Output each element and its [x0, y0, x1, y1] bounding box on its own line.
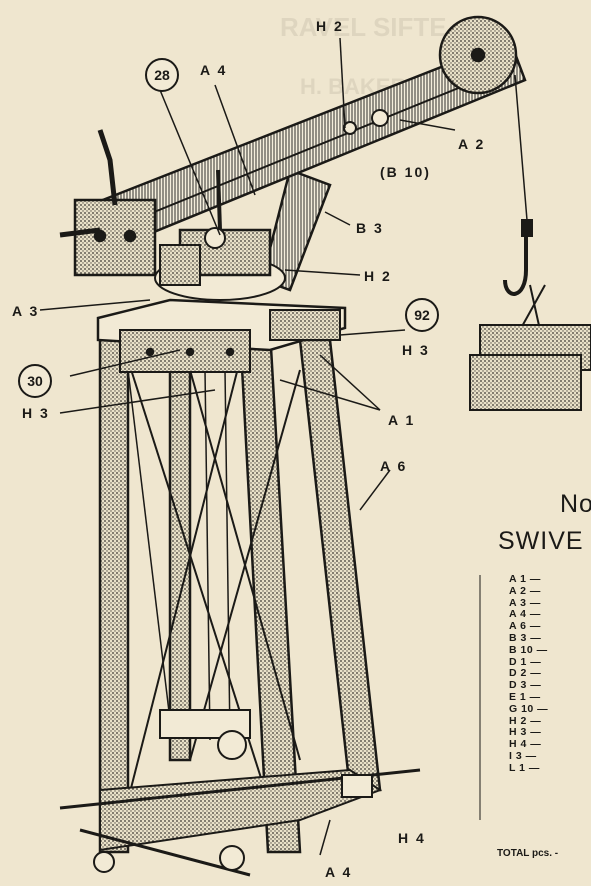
- crane-head: [59, 15, 527, 301]
- parts-list-item: A 3 —: [509, 596, 541, 609]
- parts-list-item: A 4 —: [509, 608, 541, 621]
- parts-list-item: D 2 —: [509, 667, 542, 680]
- parts-list-item: A 2 —: [509, 584, 541, 597]
- callout-92: 92: [405, 298, 439, 332]
- label-a6: A 6: [380, 458, 408, 474]
- parts-list-item: H 3 —: [509, 726, 542, 739]
- heading-no: No: [560, 490, 591, 518]
- label-h2-mid: H 2: [364, 268, 392, 284]
- parts-list-item: L 1 —: [509, 761, 540, 774]
- label-h2-top: H 2: [316, 18, 344, 34]
- parts-list-item: D 3 —: [509, 679, 542, 692]
- base-frame: [99, 768, 383, 852]
- parts-list-item: B 3 —: [509, 631, 542, 644]
- label-a3: A 3: [12, 303, 40, 319]
- parts-list-item: E 1 —: [509, 690, 541, 703]
- boom-b3-brace: [260, 168, 332, 292]
- leg-front-right: [238, 328, 302, 854]
- label-a4-top: A 4: [200, 62, 228, 78]
- callout-28: 28: [145, 58, 179, 92]
- parts-list-item: I 3 —: [509, 749, 537, 762]
- callout-30: 30: [18, 364, 52, 398]
- parts-list-item: A 1 —: [509, 573, 541, 585]
- leg-front-left: [98, 328, 130, 854]
- total-pieces-label: TOTAL pcs. -: [497, 848, 559, 859]
- label-h4: H 4: [398, 830, 426, 846]
- leader-lines: [39, 37, 456, 856]
- heading-swivel: SWIVE: [498, 527, 584, 555]
- label-h3-right: H 3: [402, 342, 430, 358]
- label-a2: A 2: [458, 136, 486, 152]
- leg-back-left: [168, 338, 192, 762]
- leg-back-right: [298, 338, 382, 792]
- label-a1: A 1: [388, 412, 416, 428]
- parts-list-item: B 10 —: [509, 643, 548, 656]
- label-h3-left: H 3: [22, 405, 50, 421]
- parts-list-item: A 6 —: [509, 620, 541, 633]
- hook-and-load: [469, 74, 591, 411]
- parts-list-item: D 1 —: [509, 655, 542, 668]
- label-b3: B 3: [356, 220, 384, 236]
- parts-list-item: H 2 —: [509, 714, 542, 727]
- label-b10: (B 10): [380, 164, 431, 180]
- parts-list-item: H 4 —: [509, 738, 542, 751]
- tower: [59, 298, 421, 877]
- svg-text:RAVEL SIFTE: RAVEL SIFTE: [280, 12, 447, 42]
- parts-list: A 1 —A 2 —A 3 —A 4 —A 6 —B 3 —B 10 —D 1 …: [509, 573, 549, 775]
- parts-list-item: G 10 —: [509, 702, 549, 715]
- label-a4-bottom: A 4: [325, 864, 353, 880]
